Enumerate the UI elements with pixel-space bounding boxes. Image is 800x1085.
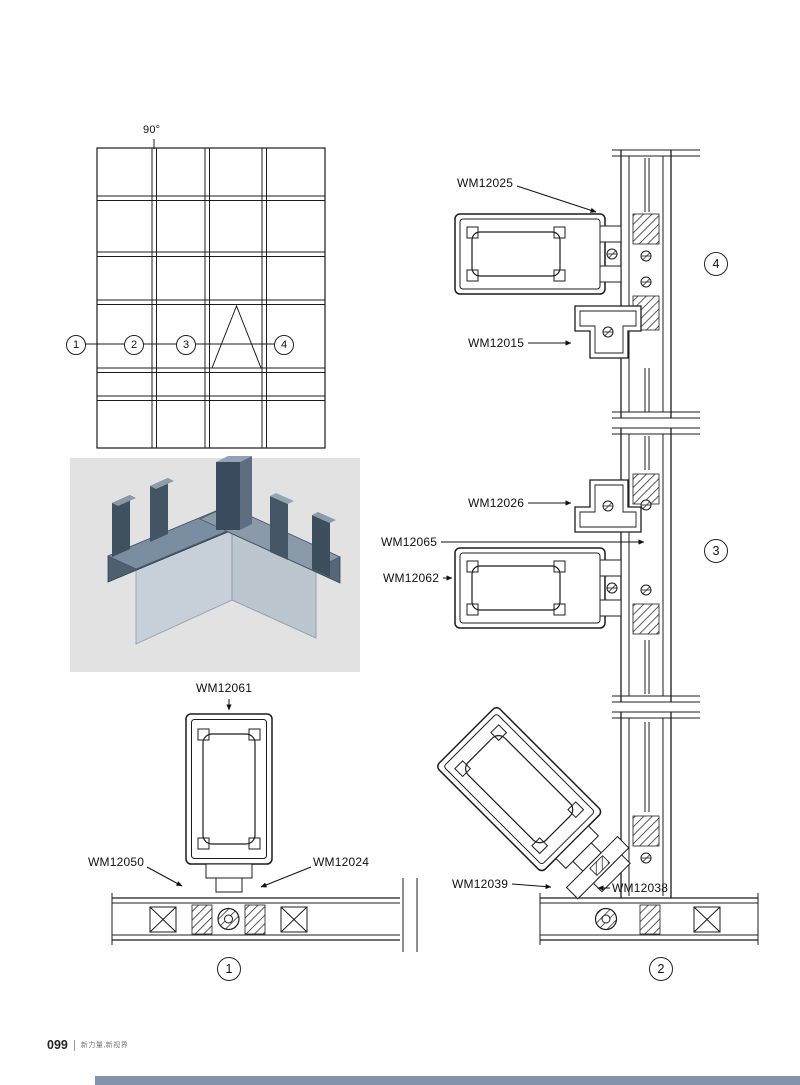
part-label-wm12065: WM12065 [381,535,438,549]
part-label-wm12039: WM12039 [452,877,509,891]
detail2-glazing [539,893,759,945]
elevation-grid-drawing [84,139,326,449]
part-label-wm12061: WM12061 [196,681,253,695]
part-label-wm12024: WM12024 [313,855,370,869]
detail3-transom-profile [454,479,642,629]
detail-4-number: 4 [704,252,728,276]
detail1-mullion-profile [185,713,273,893]
elevation-callout-1: 1 [66,335,86,355]
detail-3-number: 3 [704,539,728,563]
footer-accent-bar [95,1076,800,1085]
part-label-wm12015: WM12015 [468,336,525,350]
footer-tagline: 新力量,新视界 [80,1042,129,1049]
part-label-wm12050: WM12050 [88,855,145,869]
elevation-callout-2: 2 [124,335,144,355]
leader-lines [146,185,645,891]
detail-2-number: 2 [649,957,673,981]
iso-profile-render [70,456,360,672]
detail-1-number: 1 [217,957,241,981]
vent-triangle-symbol [211,304,262,369]
elevation-callout-4: 4 [274,335,294,355]
page-footer: 099 新力量,新视界 [47,1038,128,1052]
detail1-glazing [111,878,418,952]
mullion-section-detail2 [612,711,700,898]
page-number: 099 [47,1038,68,1052]
part-label-wm12062: WM12062 [383,571,440,585]
footer-divider [73,1039,75,1051]
part-label-wm12026: WM12026 [468,496,525,510]
angle-label: 90° [143,124,161,136]
mullion-section-detail3 [612,427,700,703]
detail2-corner-mullion [434,704,631,934]
detail4-transom-profile [454,213,642,359]
part-label-wm12038: WM12038 [612,881,669,895]
part-label-wm12025: WM12025 [457,176,514,190]
mullion-section-detail4 [612,149,700,419]
elevation-callout-3: 3 [176,335,196,355]
